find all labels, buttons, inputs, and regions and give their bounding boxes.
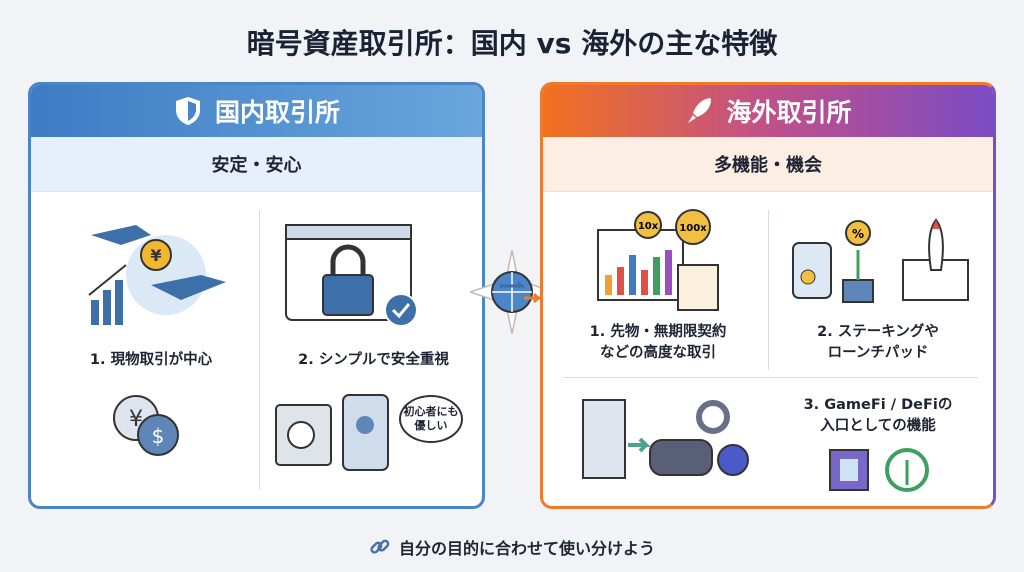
domestic-subtitle: 安定・安心	[31, 137, 482, 192]
door-gamepad-icon	[582, 399, 749, 479]
page-title: 暗号資産取引所：国内 vs 海外の主な特徴	[246, 27, 778, 60]
portal-plant-icon	[829, 448, 929, 492]
footer-text: 自分の目的に合わせて使い分けよう	[398, 539, 655, 558]
rocket-icon	[688, 98, 712, 123]
footer-message: 自分の目的に合わせて使い分けよう	[0, 535, 1024, 559]
browser-lock-icon	[285, 224, 418, 327]
domestic-item-2: 2. シンプルで安全重視	[298, 352, 449, 368]
svg-text:¥: ¥	[150, 246, 161, 265]
shield-icon	[175, 97, 200, 125]
domestic-title: 国内取引所	[214, 98, 340, 127]
safe-smartphone-icon	[275, 394, 389, 471]
domestic-header: 国内取引所	[31, 85, 482, 137]
hand-yen-coin-icon: ¥	[88, 225, 226, 325]
link-icon	[370, 539, 390, 554]
overseas-item-2: 2. ステーキングやローンチパッド	[817, 324, 939, 362]
overseas-item-3: 3. GameFi / DeFiの入口としての機能	[803, 397, 953, 435]
overseas-subtitle: 多機能・機会	[543, 137, 993, 192]
staking-launchpad-icon: %	[792, 218, 969, 303]
yen-dollar-coins-icon: ¥$	[113, 395, 179, 456]
domestic-exchange-panel: 国内取引所 安定・安心 ¥ 1. 現物取引が中心 ¥$ 2. シンプルで安全重視…	[28, 82, 485, 509]
chart-contract-icon: 10x 100x	[597, 209, 719, 311]
svg-text:$: $	[152, 424, 165, 448]
leverage-10x: 10x	[638, 221, 659, 232]
leverage-100x: 100x	[679, 223, 707, 234]
globe-exchange-icon	[467, 249, 557, 335]
overseas-item-1: 1. 先物・無期限契約などの高度な取引	[589, 324, 727, 362]
svg-text:%: %	[852, 227, 864, 241]
domestic-item-1: 1. 現物取引が中心	[89, 352, 213, 368]
overseas-exchange-panel: 海外取引所 多機能・機会 10x 100x 1. 先物・無期限契約などの高度な取引…	[540, 82, 996, 509]
overseas-header: 海外取引所	[543, 85, 993, 137]
beginner-friendly-bubble: 初心者にも優しい	[399, 395, 463, 443]
overseas-title: 海外取引所	[726, 98, 852, 127]
